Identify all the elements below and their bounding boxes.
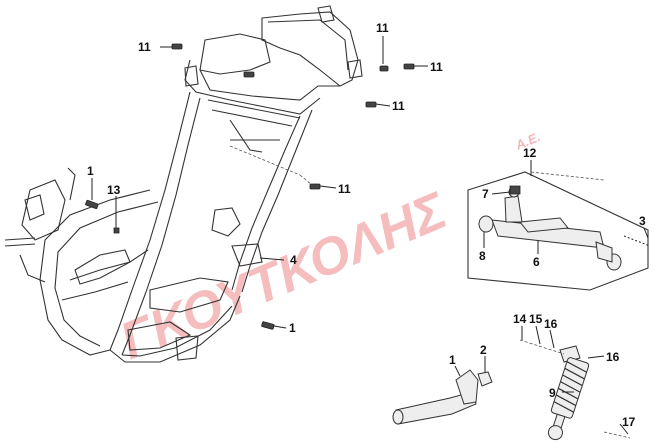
callout-9: 9 [549,386,556,400]
callout-6: 6 [533,255,540,269]
callout-16: 16 [544,317,558,331]
rear-shock-absorber-icon [519,325,631,441]
callout-1: 1 [289,321,296,335]
callout-4: 4 [290,253,297,267]
callout-14: 14 [513,312,527,326]
callout-8: 8 [479,249,486,263]
watermark: ΓΚΟΥΤΚΟΛΗΣ Α.Ε. [112,129,542,371]
watermark-text: ΓΚΟΥΤΚΟΛΗΣ [112,181,456,371]
callout-11: 11 [138,40,151,54]
callout-7: 7 [482,187,489,201]
callout-11: 11 [376,21,389,35]
leader-lines [91,36,428,329]
callout-11: 11 [430,60,443,74]
callout-17: 17 [622,415,636,429]
callout-1: 1 [87,164,94,178]
engine-hanger-bracket-icon [467,160,651,291]
callout-1: 1 [449,353,456,367]
callout-15: 15 [529,312,543,326]
callout-12: 12 [523,146,537,160]
main-frame-icon [4,5,363,363]
callout-11: 11 [338,182,351,196]
callout-13: 13 [107,183,121,197]
callout-3: 3 [639,214,646,228]
callout-2: 2 [480,343,487,357]
callout-11: 11 [392,99,405,113]
callout-labels: 11 11 11 11 11 1 13 4 1 12 7 3 8 6 14 15… [87,21,646,429]
callout-16: 16 [606,350,620,364]
bracket-pipe-icon [392,356,493,425]
